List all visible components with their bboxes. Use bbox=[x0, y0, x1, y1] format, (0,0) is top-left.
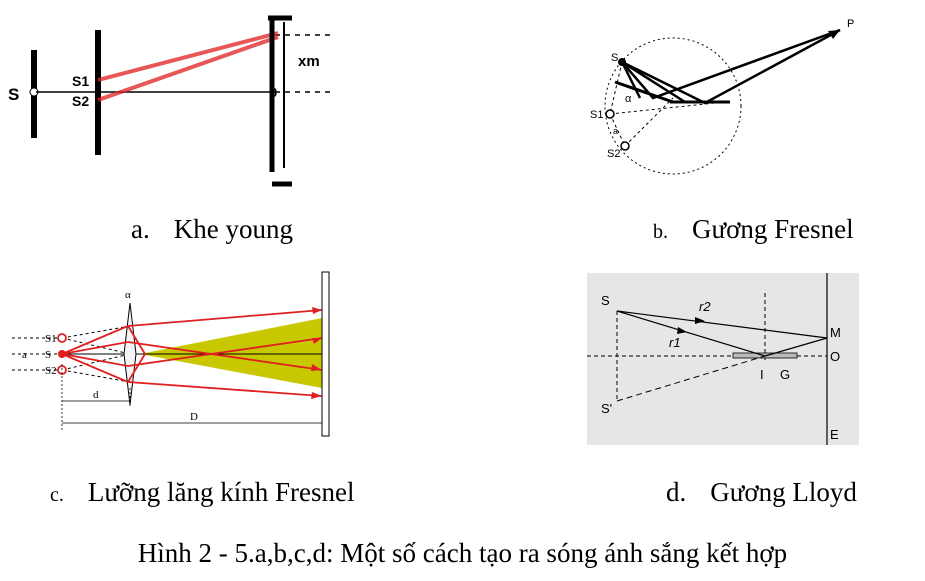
panel-a-letter: a. bbox=[131, 214, 150, 244]
s2-label: S2 bbox=[45, 365, 57, 377]
panel-c-caption: c. Lưỡng lăng kính Fresnel bbox=[50, 477, 355, 510]
m-label: M bbox=[830, 325, 841, 340]
s-prime-label: S' bbox=[601, 401, 612, 416]
source-point bbox=[618, 58, 626, 66]
source-label: S bbox=[611, 52, 618, 64]
point-label: P bbox=[847, 18, 854, 30]
r1-label: r1 bbox=[669, 335, 681, 350]
alpha-label: α bbox=[625, 93, 632, 105]
virtual-source-circle bbox=[604, 37, 742, 175]
virtual-source-1 bbox=[605, 109, 615, 119]
D-label: D bbox=[190, 411, 198, 423]
panel-b-title: Gương Fresnel bbox=[692, 214, 854, 244]
panel-a-title: Khe young bbox=[173, 214, 293, 244]
panel-a-young-diagram: S S1 S2 xm 0 bbox=[0, 0, 380, 200]
s2-label: S2 bbox=[607, 148, 620, 160]
panel-c-biprism-diagram: S1 S S2 a α d D bbox=[0, 268, 345, 438]
r2-label: r2 bbox=[699, 299, 711, 314]
panel-d-letter: d. bbox=[666, 477, 687, 507]
lloyd-rays bbox=[616, 310, 828, 357]
a-label: a bbox=[22, 349, 27, 361]
d-label: d bbox=[93, 389, 99, 401]
mirror-rays bbox=[620, 28, 841, 105]
panel-c-letter: c. bbox=[50, 484, 64, 506]
mirrors bbox=[614, 80, 730, 104]
e-label: E bbox=[830, 427, 839, 442]
panel-d-title: Gương Lloyd bbox=[710, 477, 857, 507]
i-label: I bbox=[760, 367, 764, 382]
panel-c-title: Lưỡng lăng kính Fresnel bbox=[87, 477, 355, 507]
panel-b-fresnel-mirror-diagram: S S1 S2 α a P bbox=[585, 10, 865, 180]
panel-d-lloyd-diagram: S S' r2 r1 M O I G E bbox=[587, 273, 859, 445]
virtual-source-2 bbox=[620, 141, 630, 151]
s-label: S bbox=[601, 293, 610, 308]
a-label: a bbox=[613, 126, 618, 136]
alpha-label: α bbox=[125, 289, 131, 301]
s-label: S bbox=[45, 349, 51, 361]
xm-label: xm bbox=[298, 53, 320, 70]
slit2-label: S2 bbox=[72, 93, 89, 109]
interference-region bbox=[140, 318, 322, 388]
s1-label: S1 bbox=[590, 109, 603, 121]
panel-a-caption: a. Khe young bbox=[131, 214, 293, 244]
virtual-ray bbox=[616, 355, 766, 402]
figure-caption: Hình 2 - 5.a,b,c,d: Một số cách tạo ra s… bbox=[137, 538, 788, 568]
o-label: O bbox=[830, 349, 840, 364]
panel-b-letter: b. bbox=[653, 221, 668, 243]
prism-rays bbox=[61, 309, 323, 397]
virtual-source-1 bbox=[57, 333, 67, 343]
slit-rays bbox=[97, 31, 279, 102]
screen bbox=[268, 15, 292, 187]
panel-b-caption: b. Gương Fresnel bbox=[653, 214, 854, 247]
source-point bbox=[58, 350, 66, 358]
lloyd-background bbox=[587, 273, 859, 445]
screen bbox=[321, 271, 330, 437]
slit1-label: S1 bbox=[72, 73, 89, 89]
source-label: S bbox=[8, 85, 19, 104]
origin-label: 0 bbox=[270, 85, 277, 100]
panel-d-caption: d. Gương Lloyd bbox=[666, 477, 857, 507]
g-label: G bbox=[780, 367, 790, 382]
s1-label: S1 bbox=[45, 333, 57, 345]
